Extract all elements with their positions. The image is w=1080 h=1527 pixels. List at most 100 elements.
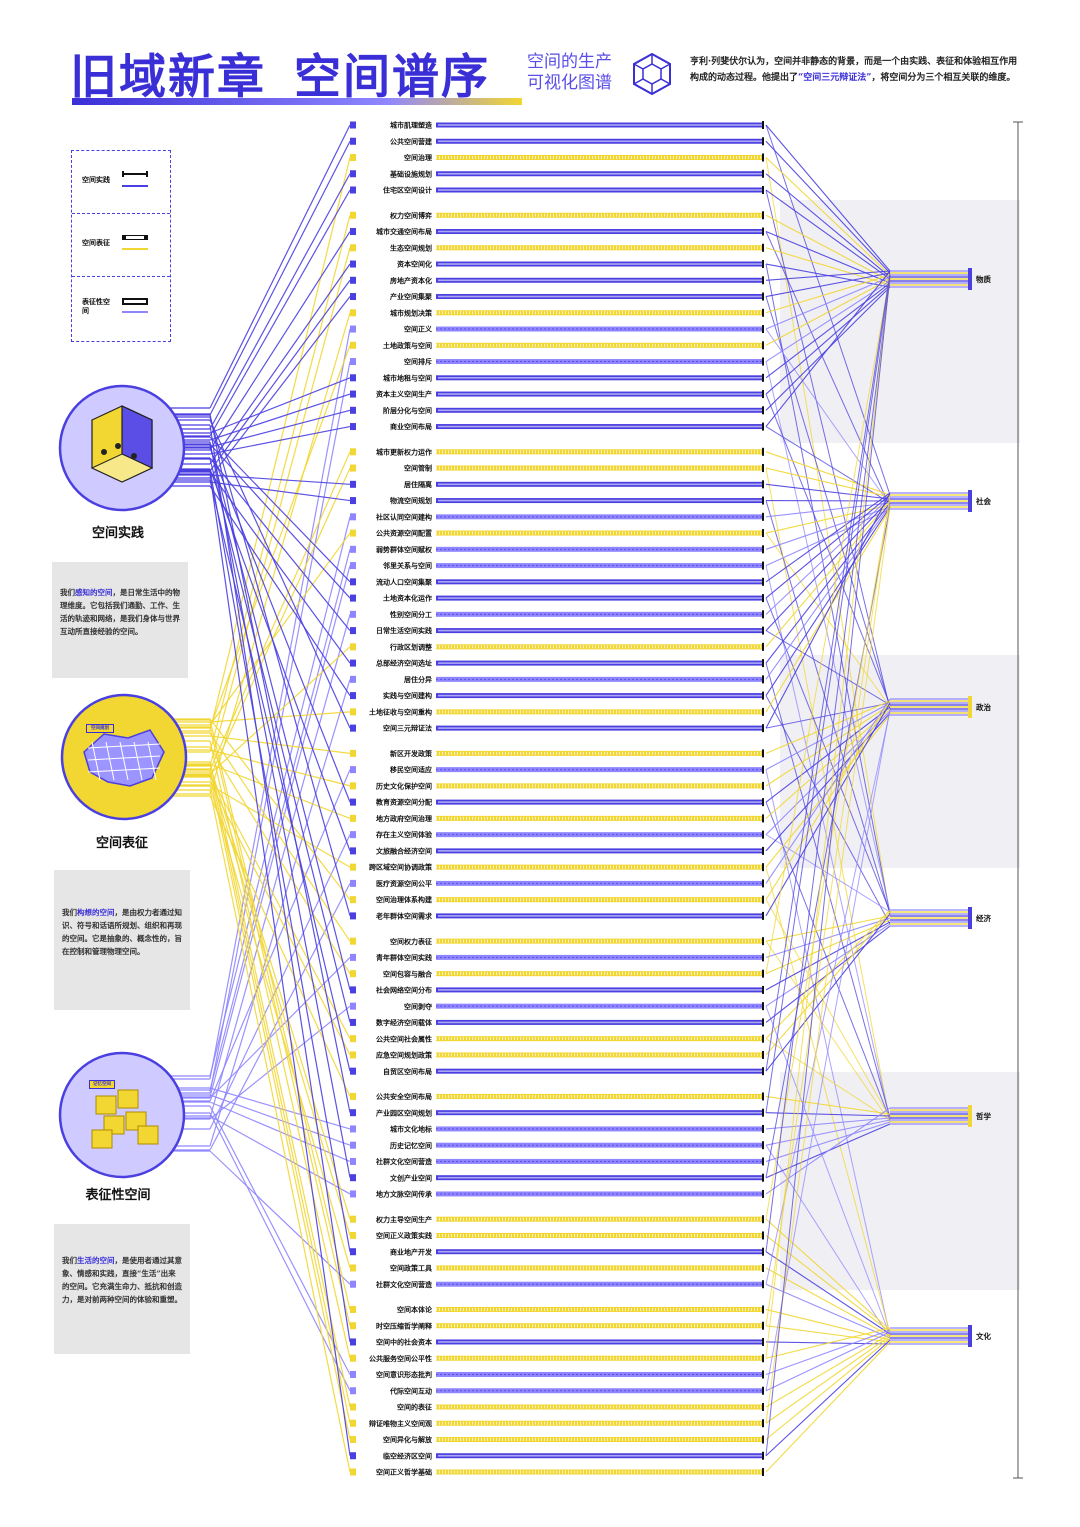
row-end-cap	[762, 911, 764, 920]
category-link	[765, 1331, 891, 1392]
row-bar-stripe	[438, 581, 762, 583]
row-marker	[350, 1109, 356, 1117]
row-label: 住宅区空间设计	[383, 186, 432, 195]
row-end-cap	[762, 390, 764, 399]
legend-item-representation: 空间表征	[72, 214, 170, 277]
dimension-link	[209, 124, 351, 409]
row-label: 数字经济空间载体	[376, 1018, 433, 1027]
row-marker	[350, 814, 356, 822]
room-icon	[90, 405, 154, 483]
row-end-cap	[762, 985, 764, 994]
dimension-link	[209, 444, 351, 991]
map-street	[87, 767, 161, 773]
concept-row: 医疗资源空间公平	[350, 879, 764, 888]
concept-row: 自贸区空间布局	[350, 1067, 764, 1076]
row-end-cap	[762, 1280, 764, 1289]
dimension-link	[209, 189, 351, 437]
row-marker	[350, 1157, 356, 1165]
row-label: 地方政府空间治理	[376, 814, 432, 823]
row-marker	[350, 358, 356, 366]
row-end-cap	[762, 1124, 764, 1133]
dimension-link	[209, 789, 351, 1473]
dimension-link	[209, 775, 351, 1440]
legend-label: 表征性空间	[82, 297, 110, 315]
category-link	[765, 1251, 891, 1335]
row-bar-stripe	[438, 263, 762, 265]
category-link	[765, 702, 891, 771]
row-marker	[350, 594, 356, 602]
category-band	[780, 868, 1020, 1072]
concept-row: 空间管制	[350, 464, 764, 473]
category-link	[765, 231, 891, 284]
legend-item-representational: 表征性空间	[72, 277, 170, 339]
concept-row: 空间政策工具	[350, 1264, 764, 1273]
category-link	[765, 278, 891, 1252]
row-label: 城市规划决策	[390, 308, 433, 317]
row-bar	[436, 897, 764, 903]
row-bar	[436, 1216, 764, 1222]
row-label: 资本空间化	[397, 260, 432, 269]
row-label: 权力空间博弈	[389, 211, 432, 220]
row-bar-stripe	[438, 425, 762, 428]
row-marker	[350, 1370, 356, 1378]
row-bar-stripe	[438, 189, 762, 191]
row-marker	[350, 480, 356, 488]
row-bar	[436, 155, 764, 161]
memory-box	[137, 1125, 159, 1145]
row-bar-stripe	[438, 850, 762, 852]
row-label: 社群文化空间营造	[375, 1157, 433, 1166]
row-marker	[350, 1018, 356, 1026]
row-end-cap	[762, 830, 764, 839]
row-end-cap	[762, 1108, 764, 1117]
row-marker	[350, 1435, 356, 1443]
dimension-link	[209, 516, 351, 1077]
category-band	[780, 443, 1020, 655]
concept-row: 实践与空间建构	[350, 691, 764, 700]
dimension-links	[162, 124, 351, 1473]
row-bar-stripe	[438, 409, 762, 412]
concept-row: 行政区划调整	[350, 642, 764, 651]
category-link	[765, 1325, 891, 1343]
concept-row: 产业园区空间规划	[350, 1108, 764, 1117]
row-end-cap	[762, 422, 764, 431]
row-label: 城市交通空间布局	[376, 227, 432, 236]
category-link	[765, 426, 891, 504]
row-marker	[350, 1092, 356, 1100]
row-marker	[350, 137, 356, 145]
legend-box: 空间实践 空间表征 表征性空间	[71, 150, 171, 342]
hub-bar	[968, 490, 972, 512]
dimension-link	[209, 416, 351, 917]
concept-row: 房地产资本化	[350, 276, 764, 285]
category-link	[765, 710, 891, 836]
row-bar-stripe	[438, 499, 762, 502]
row-end-cap	[762, 1419, 764, 1428]
row-label: 应急空间规划政策	[376, 1051, 433, 1060]
category-link	[765, 467, 891, 1123]
category-link	[765, 506, 891, 550]
category-link	[765, 712, 891, 852]
category-link	[765, 214, 891, 282]
legend-swatch-representation	[122, 235, 148, 250]
row-bar	[436, 1323, 764, 1329]
category-link	[765, 1339, 891, 1457]
city-map-icon	[83, 729, 165, 787]
row-marker	[350, 244, 356, 252]
row-end-cap	[762, 1370, 764, 1379]
row-end-cap	[762, 1468, 764, 1476]
row-label: 空间的表征	[397, 1403, 432, 1412]
memory-box	[117, 1089, 139, 1109]
concept-row: 历史记忆空间	[350, 1141, 764, 1150]
row-marker	[350, 228, 356, 236]
row-label: 临空经济区空间	[383, 1451, 432, 1460]
row-label: 空间三元辩证法	[383, 724, 432, 733]
concept-row: 性别空间分工	[350, 610, 764, 619]
row-label: 商业地产开发	[390, 1247, 433, 1256]
row-end-cap	[762, 260, 764, 269]
row-end-cap	[762, 1354, 764, 1363]
category-link	[765, 270, 891, 427]
row-marker	[350, 610, 356, 618]
row-marker	[350, 1248, 356, 1256]
concept-rows: 城市肌理塑造公共空间营建空间治理基础设施规划住宅区空间设计权力空间博弈城市交通空…	[350, 121, 764, 1477]
row-end-cap	[762, 1435, 764, 1444]
